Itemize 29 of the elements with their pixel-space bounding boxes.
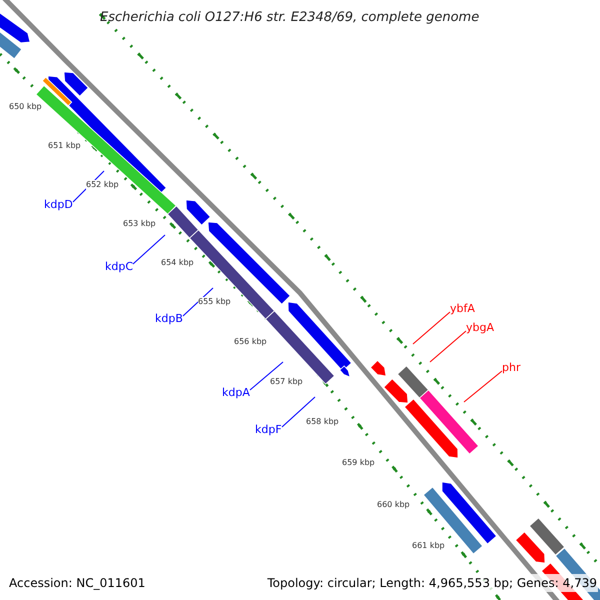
- tick-label: 654 kbp: [161, 258, 194, 268]
- gene-label: kdpF: [255, 423, 282, 437]
- tick-label: 661 kbp: [412, 541, 445, 551]
- gene-label: kdpB: [155, 312, 183, 326]
- title: Escherichia coli O127:H6 str. E2348/69, complete genome: [100, 9, 480, 27]
- tick-label: 653 kbp: [123, 219, 156, 229]
- leader-line: [250, 362, 284, 390]
- tick-label: 656 kbp: [234, 337, 267, 347]
- gene-label: ybfA: [450, 302, 475, 316]
- gene-label: ybgA: [466, 321, 494, 335]
- tick-label: 658 kbp: [306, 417, 339, 427]
- leader-line: [464, 370, 502, 402]
- tick-label: 657 kbp: [270, 377, 303, 387]
- leader-line: [282, 396, 316, 428]
- leader-line: [430, 330, 466, 362]
- tick-label: 655 kbp: [198, 297, 231, 307]
- gene-label: kdpA: [222, 386, 250, 400]
- tick-label: 650 kbp: [9, 102, 42, 112]
- leader-line: [132, 234, 166, 264]
- gene-label: phr: [502, 361, 520, 375]
- tick-label: 651 kbp: [48, 141, 81, 151]
- tick-label: 659 kbp: [342, 458, 375, 468]
- leader-line: [412, 312, 450, 344]
- footer-text: Topology: circular; Length: 4,965,553 bp; Genes: 4,739: [266, 574, 598, 592]
- leader-line: [182, 288, 214, 316]
- tick-label: 652 kbp: [86, 180, 119, 190]
- tick-label: 660 kbp: [377, 500, 410, 510]
- gene-label: kdpC: [105, 260, 134, 274]
- gene-label: kdpD: [44, 198, 73, 212]
